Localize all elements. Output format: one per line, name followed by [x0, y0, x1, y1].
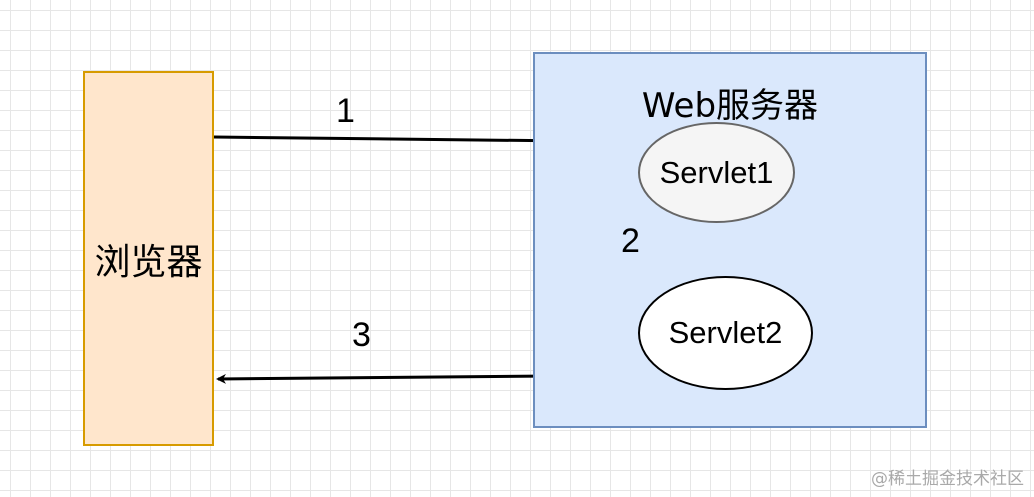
watermark: @稀土掘金技术社区	[871, 469, 1024, 489]
servlet1-node: Servlet1	[638, 122, 795, 223]
servlet1-label: Servlet1	[659, 154, 774, 190]
web-server-title: Web服务器	[641, 86, 819, 126]
step-label-3: 3	[352, 316, 371, 354]
servlet2-node: Servlet2	[638, 276, 813, 390]
step-label-1: 1	[336, 92, 355, 130]
browser-node: 浏览器	[83, 71, 214, 446]
servlet2-label: Servlet2	[668, 315, 783, 350]
browser-label: 浏览器	[94, 241, 203, 283]
step-label-2: 2	[621, 222, 640, 260]
